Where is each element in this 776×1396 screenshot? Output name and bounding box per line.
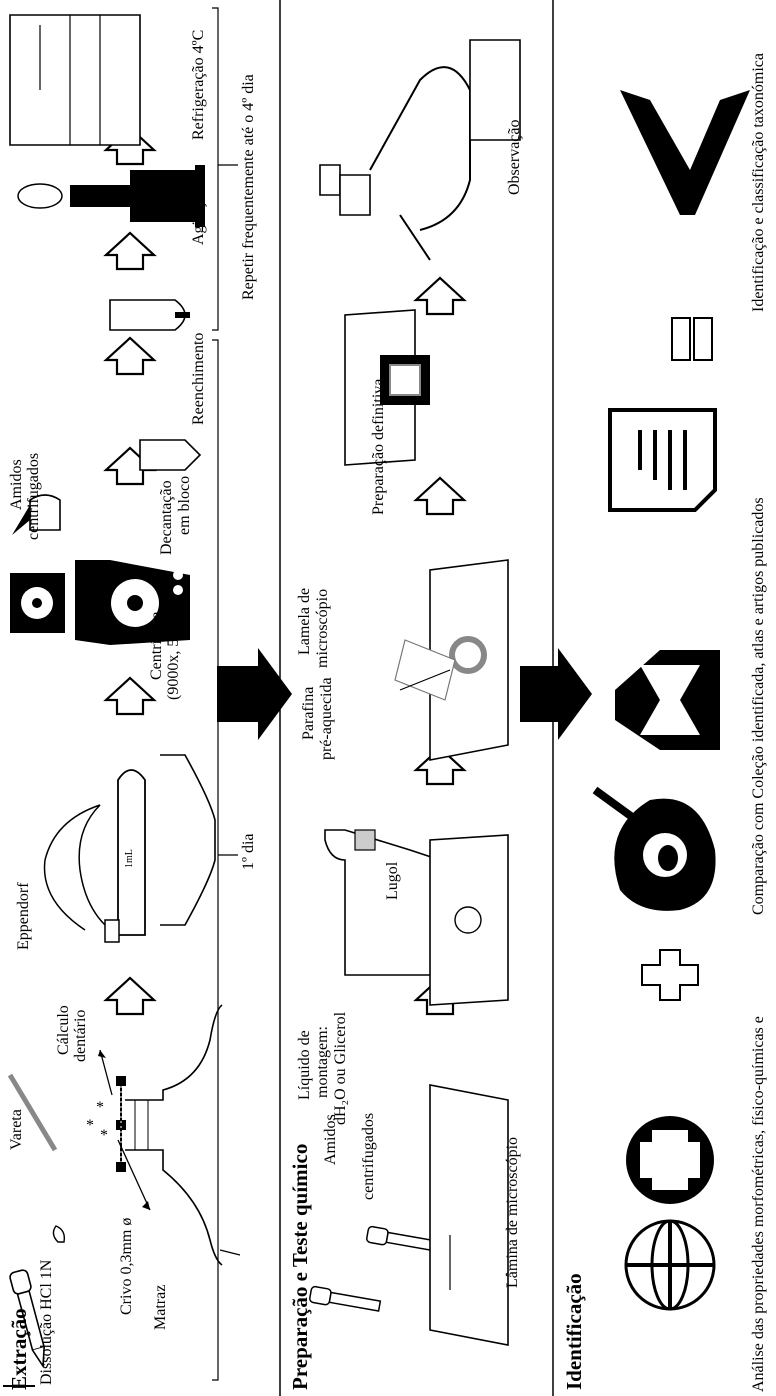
reenchimento-label: Reenchimento bbox=[190, 332, 207, 425]
calculo-label-1: Cálculo bbox=[55, 1005, 72, 1055]
books-icon bbox=[615, 650, 720, 750]
svg-text:*: * bbox=[96, 1099, 104, 1116]
block-arrow-icon bbox=[217, 648, 292, 740]
extraction-title-box bbox=[3, 1385, 35, 1387]
lugol-label: Lugol bbox=[384, 861, 401, 900]
lamela-label-1: Lamela de bbox=[296, 587, 313, 655]
centrifuge-icon bbox=[10, 560, 190, 645]
eppendorf-tube-icon bbox=[12, 439, 202, 535]
eppendorf-tube-icon bbox=[104, 769, 146, 943]
analise-label: Análise das propriedades morfométricas, … bbox=[750, 1016, 767, 1392]
equals-icon bbox=[671, 317, 713, 361]
slide-icon bbox=[429, 1084, 509, 1346]
pipette-icon bbox=[109, 299, 190, 331]
block-arrow-icon bbox=[520, 648, 592, 740]
dissolucao-label: Dissolução HCl 1N bbox=[38, 1259, 55, 1385]
centrifuga-label-2: (9000x, 5 min.) bbox=[165, 600, 182, 700]
liquido-label-3: dH₂O ou Glicerol bbox=[332, 1011, 349, 1125]
decantacao-label-1: Decantação bbox=[158, 480, 175, 555]
tube-volume-label: 1mL bbox=[124, 849, 135, 868]
polarized-cross-icon bbox=[624, 1116, 716, 1311]
slide-icon bbox=[344, 309, 430, 466]
svg-text:*: * bbox=[86, 1117, 94, 1134]
identification-title: Identificação bbox=[562, 1273, 586, 1390]
liquido-label-2: montagem: bbox=[314, 1026, 331, 1098]
comparacao-label: Comparação com Coleção identificada, atl… bbox=[750, 497, 767, 915]
flask-icon bbox=[160, 754, 216, 926]
refrigerator-icon bbox=[9, 14, 141, 146]
observacao-label: Observação bbox=[506, 119, 523, 195]
matraz-label: Matraz bbox=[152, 1284, 169, 1330]
preparacao-definitiva-label: Preparação definitiva bbox=[370, 378, 387, 515]
classificacao-label: Identificação e classificação taxonómica bbox=[750, 53, 767, 312]
centrifuga-label-1: Centrífuga bbox=[148, 611, 165, 680]
plus-icon bbox=[641, 949, 699, 1001]
lugol-bottle-icon bbox=[324, 829, 441, 976]
vortex-icon bbox=[17, 165, 205, 227]
pipette-icon bbox=[366, 1225, 439, 1252]
calculo-label-2: dentário bbox=[72, 1009, 89, 1062]
sieve-icon bbox=[116, 1076, 126, 1172]
slide-icon bbox=[394, 559, 509, 761]
amidos-centrifugados-label-2: centrifugados bbox=[25, 452, 42, 540]
checkmark-icon bbox=[620, 90, 750, 215]
eppendorf-label: Eppendorf bbox=[15, 882, 32, 950]
avocado-icon bbox=[592, 786, 716, 911]
slide-icon bbox=[429, 834, 509, 1006]
flask-icon bbox=[125, 1004, 223, 1266]
vareta-label: Vareta bbox=[8, 1109, 25, 1150]
preparation-title: Preparação e Teste químico bbox=[288, 1143, 312, 1390]
parafina-label-1: Parafina bbox=[300, 686, 317, 740]
svg-text:*: * bbox=[100, 1127, 108, 1144]
extraction-title: Extração bbox=[7, 1308, 31, 1390]
liquido-label-1: Líquido de bbox=[296, 1030, 313, 1100]
parafina-label-2: pré-aquecida bbox=[318, 677, 335, 760]
centrifugados-label: centrifugados bbox=[360, 1112, 377, 1200]
lamina-label: Lâmina de microscópio bbox=[504, 1136, 521, 1288]
day1-label: 1º dia bbox=[240, 833, 257, 870]
agitacao-label: Agitação bbox=[190, 187, 207, 245]
repeat-label: Repetir frequentemente até o 4º dia bbox=[240, 74, 257, 300]
pipette-icon bbox=[9, 1269, 46, 1369]
crivo-label: Crivo 0,3mm ø bbox=[118, 1217, 135, 1315]
document-icon bbox=[608, 408, 717, 512]
decantacao-label-2: em bloco bbox=[176, 475, 193, 535]
microscope-icon bbox=[319, 39, 521, 261]
amidos-centrifugados-label-1: Amidos bbox=[8, 459, 25, 510]
lamela-label-2: microscópio bbox=[314, 588, 331, 668]
refrigeracao-label: Refrigeração 4ºC bbox=[190, 29, 207, 140]
pipette-icon bbox=[309, 1285, 382, 1312]
